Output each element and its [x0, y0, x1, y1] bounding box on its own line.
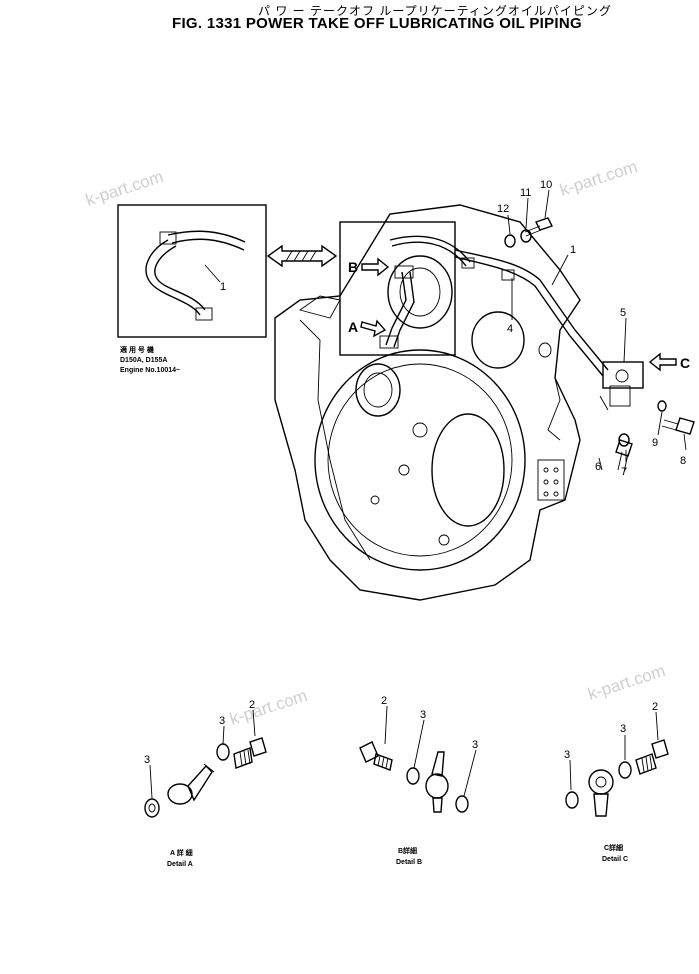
callout-8: 8 [680, 455, 686, 467]
callout-6: 6 [595, 461, 601, 473]
detail-c-callout-right: 2 [652, 701, 658, 713]
flywheel-housing [274, 204, 581, 601]
lubricating-pipe [454, 249, 609, 377]
pto-detail-box [339, 221, 471, 356]
figure-title: FIG. 1331 POWER TAKE OFF LUBRICATING OIL… [172, 15, 582, 32]
inset-caption-line1: 適 用 号 機 [120, 345, 154, 354]
callout-10: 10 [540, 179, 552, 191]
detail-c-label-en: Detail C [602, 856, 628, 863]
view-arrow-a: A [348, 319, 387, 338]
view-label-c: C [680, 355, 690, 371]
inset-callout-1: 1 [220, 281, 226, 293]
detail-a-label-jp: A 詳 細 [170, 848, 193, 857]
detail-b-label-en: Detail B [396, 859, 422, 866]
hardware-group [504, 217, 695, 473]
callout-7: 7 [621, 466, 627, 478]
detail-a-drawing [144, 709, 267, 818]
view-arrow-c: C [648, 352, 690, 372]
callout-4: 4 [507, 323, 513, 335]
watermark-mid: k-part.com [227, 686, 309, 729]
detail-a-callout-mid: 3 [219, 715, 225, 727]
watermark-top-right: k-part.com [557, 157, 639, 200]
callout-leaders [507, 189, 687, 471]
inset-pipe-variant: 1 [117, 204, 267, 338]
detail-b-callout-right: 3 [472, 739, 478, 751]
detail-c-label-jp: C詳細 [604, 843, 623, 852]
callout-9: 9 [652, 437, 658, 449]
callout-1: 1 [570, 244, 576, 256]
detail-b-drawing [359, 705, 477, 813]
japanese-title: パ ワ ー テークオフ ループリケーティングオイルパイピング [258, 4, 612, 18]
callout-12: 12 [497, 203, 509, 215]
detail-b-callout-mid: 3 [420, 709, 426, 721]
detail-c-callout-left: 3 [564, 749, 570, 761]
view-arrow-b: B [348, 257, 390, 277]
detail-c-drawing [565, 711, 669, 817]
watermark-top-left: k-part.com [83, 167, 165, 210]
view-label-b: B [348, 259, 358, 275]
detail-c-callout-mid: 3 [620, 723, 626, 735]
inset-caption-line3: Engine No.10014~ [120, 367, 180, 374]
detail-b-label-jp: B詳細 [398, 846, 417, 855]
detail-a-callout-right: 2 [249, 699, 255, 711]
inset-caption-line2: D150A, D155A [120, 357, 167, 364]
callout-11: 11 [520, 187, 531, 199]
callout-5: 5 [620, 307, 626, 319]
hatched-arrow [266, 244, 338, 268]
view-label-a: A [348, 319, 358, 335]
connector-block [599, 361, 644, 411]
detail-b-callout-left: 2 [381, 695, 387, 707]
detail-a-label-en: Detail A [167, 861, 193, 868]
detail-a-callout-left: 3 [144, 754, 150, 766]
watermark-right: k-part.com [585, 661, 667, 704]
